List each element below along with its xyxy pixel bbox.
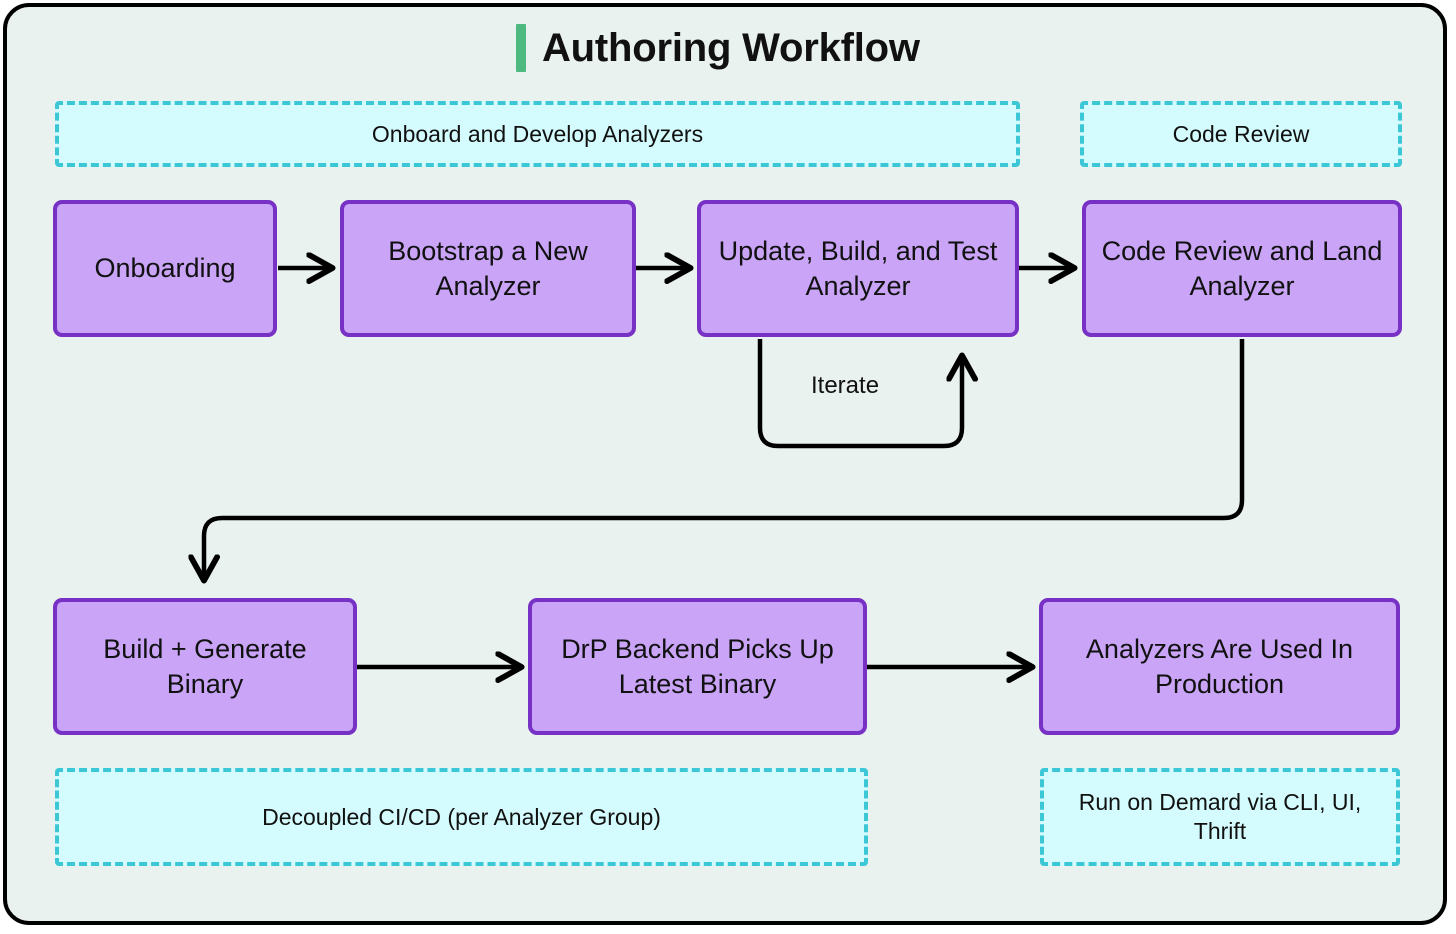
title-accent-bar bbox=[516, 24, 526, 72]
node-build-generate-binary[interactable]: Build + Generate Binary bbox=[53, 598, 357, 735]
node-onboarding[interactable]: Onboarding bbox=[53, 200, 277, 337]
diagram-title: Authoring Workflow bbox=[516, 24, 920, 72]
group-box-onboard-develop: Onboard and Develop Analyzers bbox=[55, 101, 1020, 167]
page-title: Authoring Workflow bbox=[542, 25, 920, 70]
node-analyzers-production[interactable]: Analyzers Are Used In Production bbox=[1039, 598, 1400, 735]
node-bootstrap-analyzer[interactable]: Bootstrap a New Analyzer bbox=[340, 200, 636, 337]
group-box-decoupled-cicd: Decoupled CI/CD (per Analyzer Group) bbox=[55, 768, 868, 866]
node-drp-backend-picks[interactable]: DrP Backend Picks Up Latest Binary bbox=[528, 598, 867, 735]
group-box-code-review: Code Review bbox=[1080, 101, 1402, 167]
node-update-build-test[interactable]: Update, Build, and Test Analyzer bbox=[697, 200, 1019, 337]
node-code-review-land[interactable]: Code Review and Land Analyzer bbox=[1082, 200, 1402, 337]
group-box-run-on-demand: Run on Demard via CLI, UI, Thrift bbox=[1040, 768, 1400, 866]
edge-label-iterate: Iterate bbox=[811, 372, 880, 399]
